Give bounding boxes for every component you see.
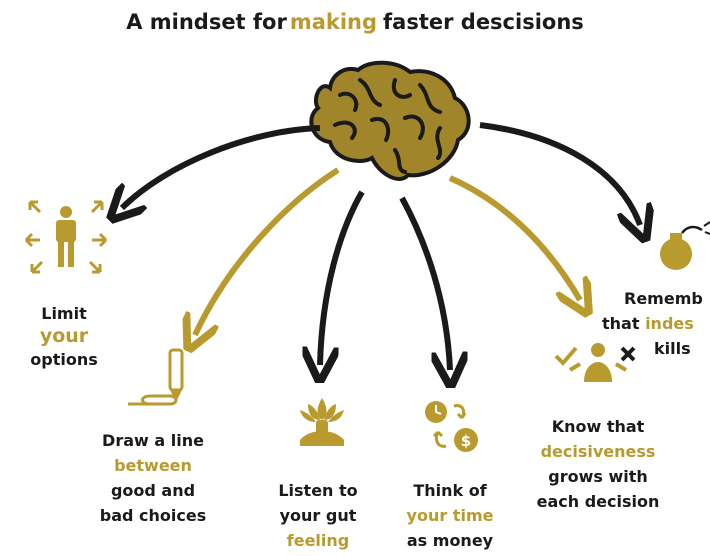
tip-text: your gut [279,506,357,525]
brain-icon [309,60,471,181]
arrow-to-indecision [479,122,640,225]
tip-text: good and [110,481,196,500]
tip-text: kills [654,339,691,358]
title-highlight: making [289,10,378,34]
tip-text: options [30,350,98,369]
clock-money-icon: $ [425,401,478,452]
tip-limit-options: Limit your options [14,302,114,371]
check-cross-person-icon [554,343,636,382]
tip-highlight: feeling [286,531,350,550]
tip-indecision: Rememb that indes kills [602,286,710,361]
tip-text: Listen to [278,481,358,500]
title-prefix: A mindset for [126,10,287,34]
tip-text: bad choices [99,506,207,525]
svg-text:$: $ [461,432,471,450]
tip-text: Think of [413,481,487,500]
tip-text: Know that [551,417,645,436]
tip-text: that [602,314,640,333]
title-suffix: faster descisions [383,10,584,34]
tip-highlight: your [39,325,89,347]
tip-line: that indes [602,311,710,336]
tip-listen-gut: Listen to your gut feeling [258,478,378,553]
tip-highlight: decisiveness [540,442,656,461]
tip-highlight: indes [645,314,694,333]
tip-text: as money [406,531,494,550]
arrow-to-limit [122,125,321,208]
arrow-to-decisiveness [448,175,580,300]
tip-time-money: Think of your time as money [390,478,510,553]
arrows-out-person-icon [24,200,108,274]
tip-text: grows with [548,467,648,486]
tip-text: Draw a line [102,431,204,450]
arrow-to-gut [320,190,365,365]
pencil-line-icon [128,348,184,406]
tip-text: Rememb [624,289,703,308]
meditation-icon [300,398,344,446]
tip-text: Limit [41,304,87,323]
tip-highlight: between [114,456,192,475]
tip-text: each decision [536,492,660,511]
arrow-to-time [399,196,450,370]
tip-highlight: your time [406,506,494,525]
arrow-to-draw-line [195,167,340,335]
tip-draw-line: Draw a line between good and bad choices [88,428,218,528]
tip-decisiveness: Know that decisiveness grows with each d… [522,414,674,514]
bomb-icon [660,221,710,270]
